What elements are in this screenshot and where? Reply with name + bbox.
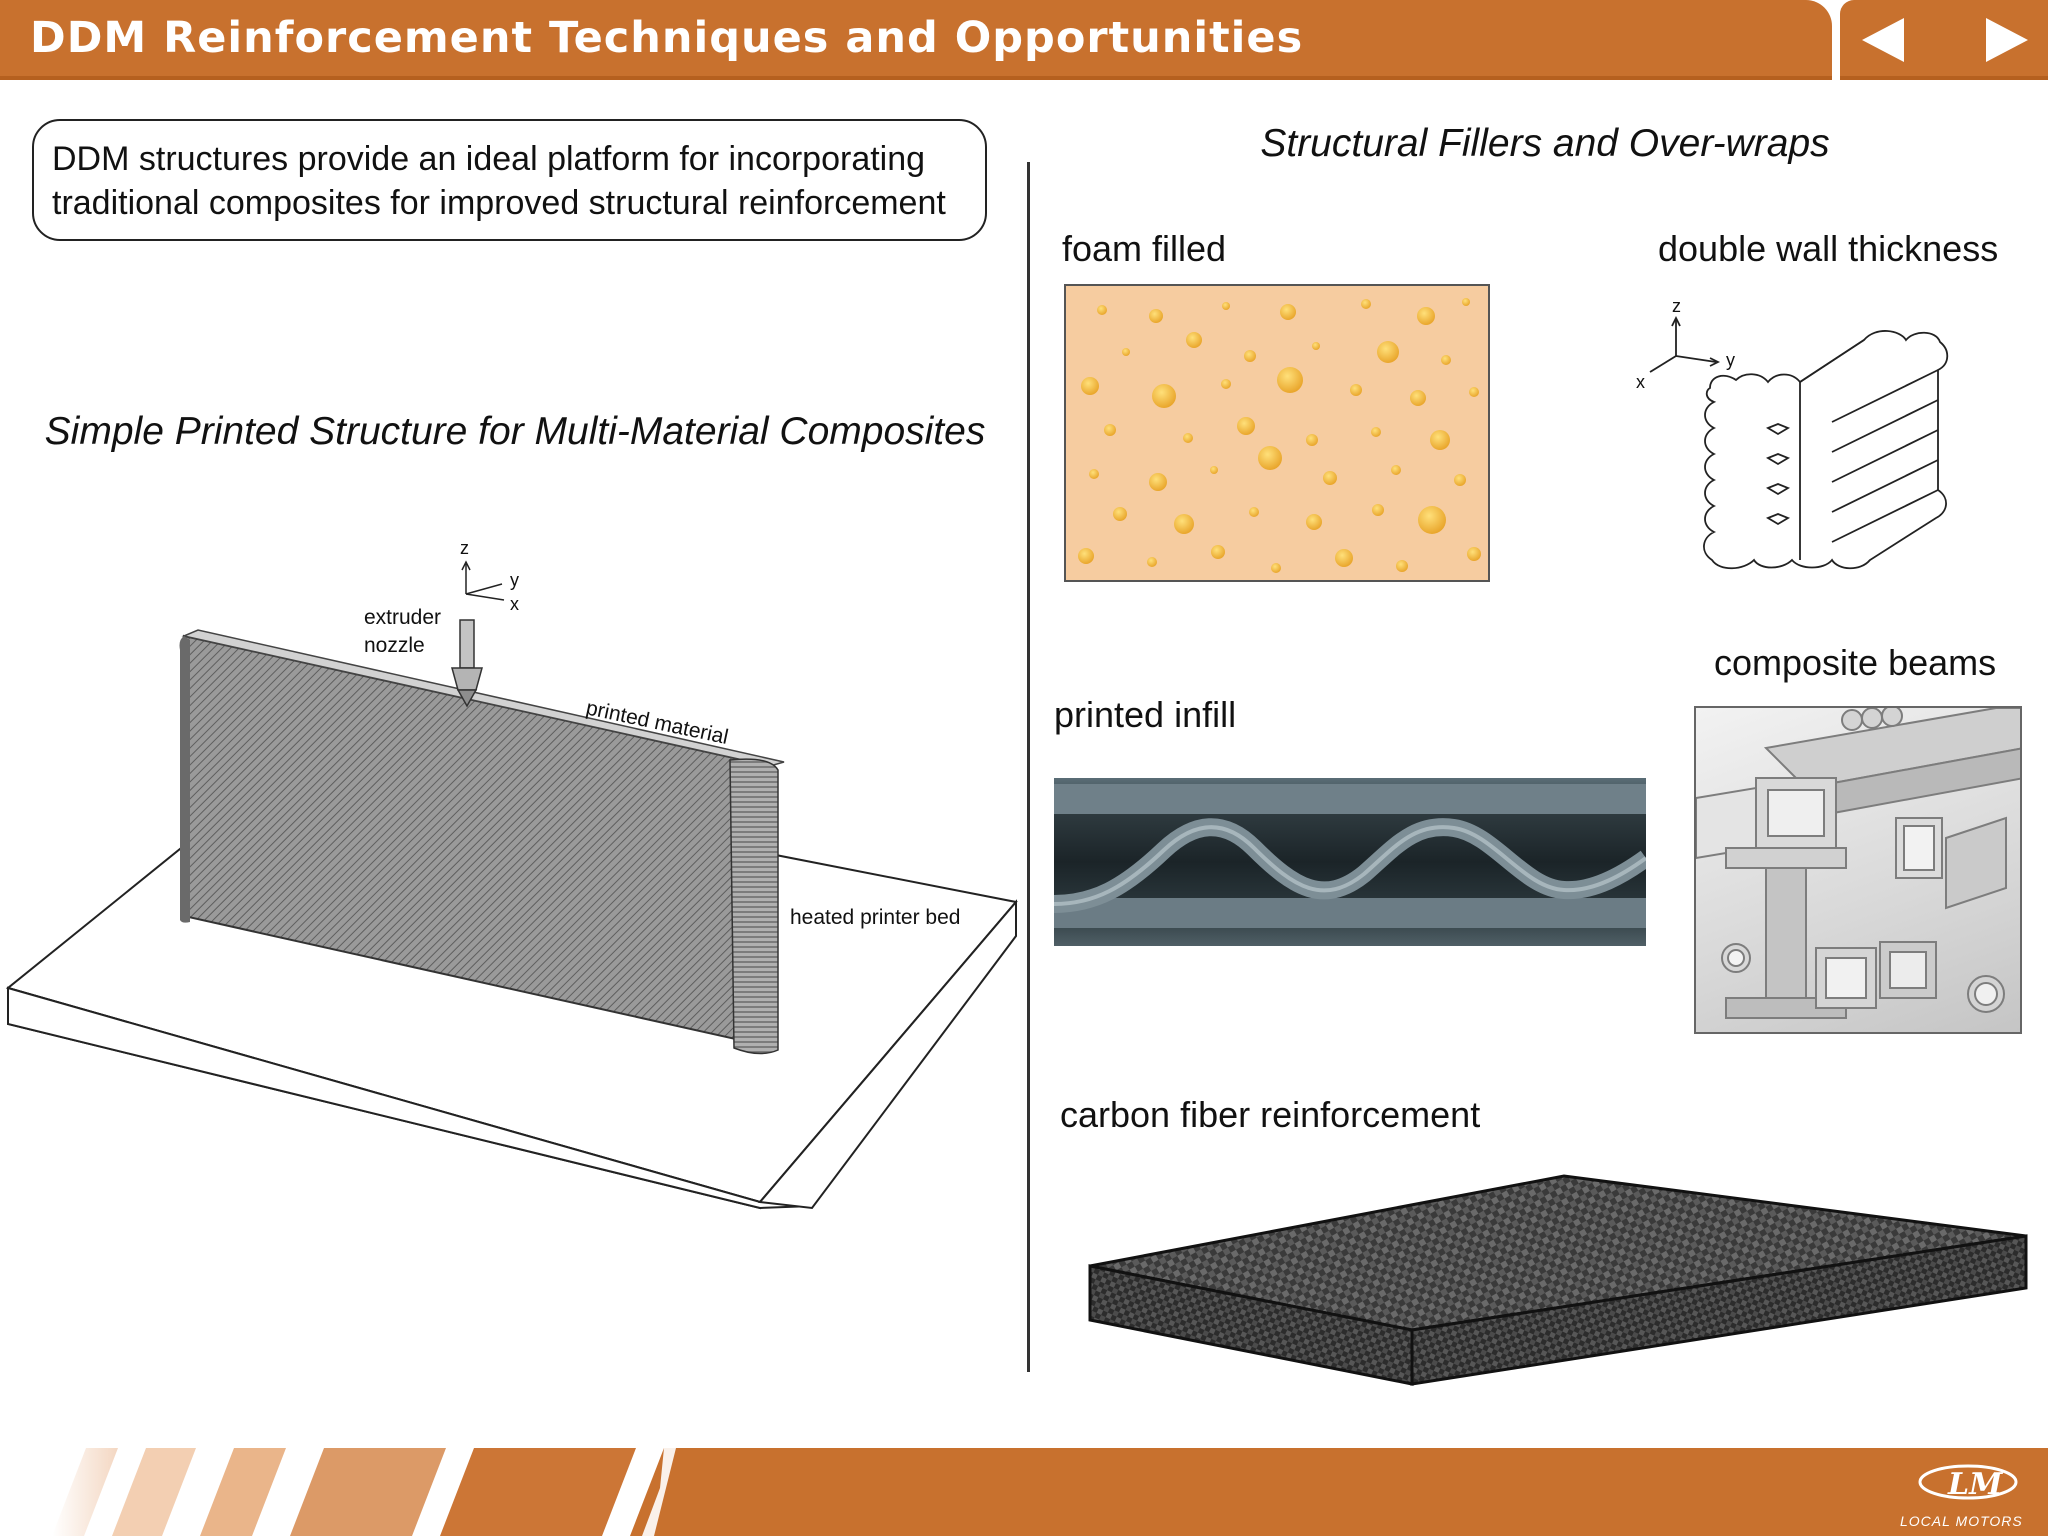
local-motors-logo: LM LOCAL MOTORS xyxy=(1900,1464,2023,1529)
double-wall-axis-z: z xyxy=(1672,296,1681,316)
footer-band xyxy=(52,1448,2048,1536)
infill-wave xyxy=(1054,784,1646,928)
double-wall-diagram: z y x xyxy=(1636,296,1949,570)
double-wall-axis-y: y xyxy=(1726,350,1735,370)
extruder-nozzle xyxy=(451,619,483,708)
nozzle-label-line-2: nozzle xyxy=(364,634,425,657)
slide-title: DDM Reinforcement Techniques and Opportu… xyxy=(30,13,1304,63)
nozzle-label-line-1: extruder xyxy=(364,606,441,629)
axis-x-label: x xyxy=(510,594,519,614)
triangle-right-icon xyxy=(1986,18,2028,62)
foam-filled-image xyxy=(1064,284,1490,582)
next-slide-button[interactable] xyxy=(1974,12,2034,68)
beams-illustration xyxy=(1696,708,2020,1019)
composite-beams-image xyxy=(1694,706,2022,1034)
intro-callout: DDM structures provide an ideal platform… xyxy=(32,119,987,241)
foam-filled-label: foam filled xyxy=(1062,228,1227,269)
printed-infill-label: printed infill xyxy=(1054,694,1237,735)
printer-bed-diagram: z y x extruder nozzle printed material h… xyxy=(5,538,1018,1210)
triangle-left-icon xyxy=(1862,18,1904,62)
right-section-heading: Structural Fillers and Over-wraps xyxy=(1260,122,1830,165)
intro-line-1: DDM structures provide an ideal platform… xyxy=(52,140,926,178)
heated-bed-label: heated printer bed xyxy=(790,906,960,929)
left-section-heading: Simple Printed Structure for Multi-Mater… xyxy=(44,410,986,453)
carbon-fiber-label: carbon fiber reinforcement xyxy=(1060,1094,1481,1135)
logo-mark: LM xyxy=(1947,1467,2003,1502)
double-wall-label: double wall thickness xyxy=(1658,228,1999,269)
carbon-fiber-panel xyxy=(1088,1174,2028,1386)
header-bar xyxy=(0,0,1832,80)
composite-beams-label: composite beams xyxy=(1714,642,1997,683)
previous-slide-button[interactable] xyxy=(1856,12,1916,68)
foam-bubbles xyxy=(1078,298,1481,573)
axis-triad xyxy=(461,560,505,601)
axis-z-label: z xyxy=(460,538,469,558)
printed-wall xyxy=(179,629,785,1055)
axis-y-label: y xyxy=(510,570,519,590)
intro-line-2: traditional composites for improved stru… xyxy=(52,184,946,222)
navigation-controls xyxy=(1840,0,2048,80)
column-divider xyxy=(1027,162,1030,1372)
double-wall-axis-x: x xyxy=(1636,372,1645,392)
printed-infill-image xyxy=(1054,778,1646,946)
logo-text: LOCAL MOTORS xyxy=(1900,1513,2023,1529)
